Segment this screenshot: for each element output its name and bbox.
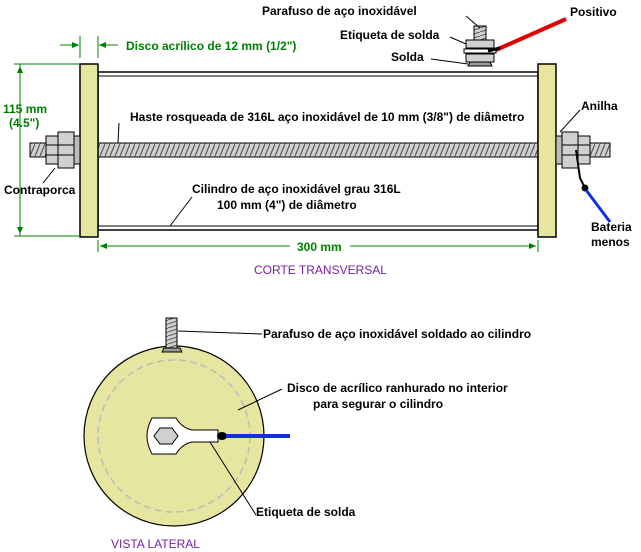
positive-label: Positivo — [570, 5, 617, 19]
acrylic-disc-right — [537, 63, 557, 238]
grooved-disc-label-line2: para segurar o cilindro — [313, 397, 443, 411]
grooved-disc-label-line1: Disco de acrílico ranhurado no interior — [287, 381, 508, 395]
solder-tag-label: Etiqueta de solda — [340, 28, 440, 42]
threaded-rod — [29, 142, 611, 158]
stainless-screw-label: Parafuso de aço inoxidável — [262, 4, 417, 18]
cross-section-view: Parafuso de aço inoxidável Positivo Etiq… — [3, 4, 632, 277]
side-solder-tag-label: Etiqueta de solda — [256, 505, 356, 519]
height-label: 115 mm — [3, 102, 47, 116]
length-label: 300 mm — [297, 240, 342, 254]
locknut-label: Contraporca — [4, 183, 76, 197]
cylinder-label-line1: Cilindro de aço inoxidável grau 316L — [192, 182, 401, 196]
ring-label: Anilha — [581, 99, 618, 113]
cross-section-title: CORTE TRANSVERSAL — [254, 263, 387, 277]
battery-label-line2: menos — [591, 235, 630, 249]
negative-wire — [584, 189, 612, 223]
locknut-right — [555, 131, 591, 169]
side-view: Parafuso de aço inoxidável soldado ao ci… — [83, 317, 531, 551]
threaded-rod-label: Haste rosqueada de 316L aço inoxidável d… — [130, 110, 524, 124]
welded-screw — [165, 317, 178, 349]
cylinder-label-line2: 100 mm (4") de diâmetro — [217, 198, 357, 212]
battery-label-line1: Bateria — [591, 220, 632, 234]
welded-screw-label: Parafuso de aço inoxidável soldado ao ci… — [263, 327, 531, 341]
positive-wire — [495, 17, 567, 52]
acrylic-disc-label: Disco acrílico de 12 mm (1/2") — [126, 39, 296, 53]
stainless-screw — [463, 25, 497, 67]
locknut-left — [45, 131, 81, 169]
height-inch-label: (4.5") — [9, 116, 39, 130]
acrylic-disc-left — [79, 63, 99, 238]
solder-label: Solda — [391, 50, 424, 64]
side-view-title: VISTA LATERAL — [111, 537, 200, 551]
solder-tag — [146, 417, 219, 455]
